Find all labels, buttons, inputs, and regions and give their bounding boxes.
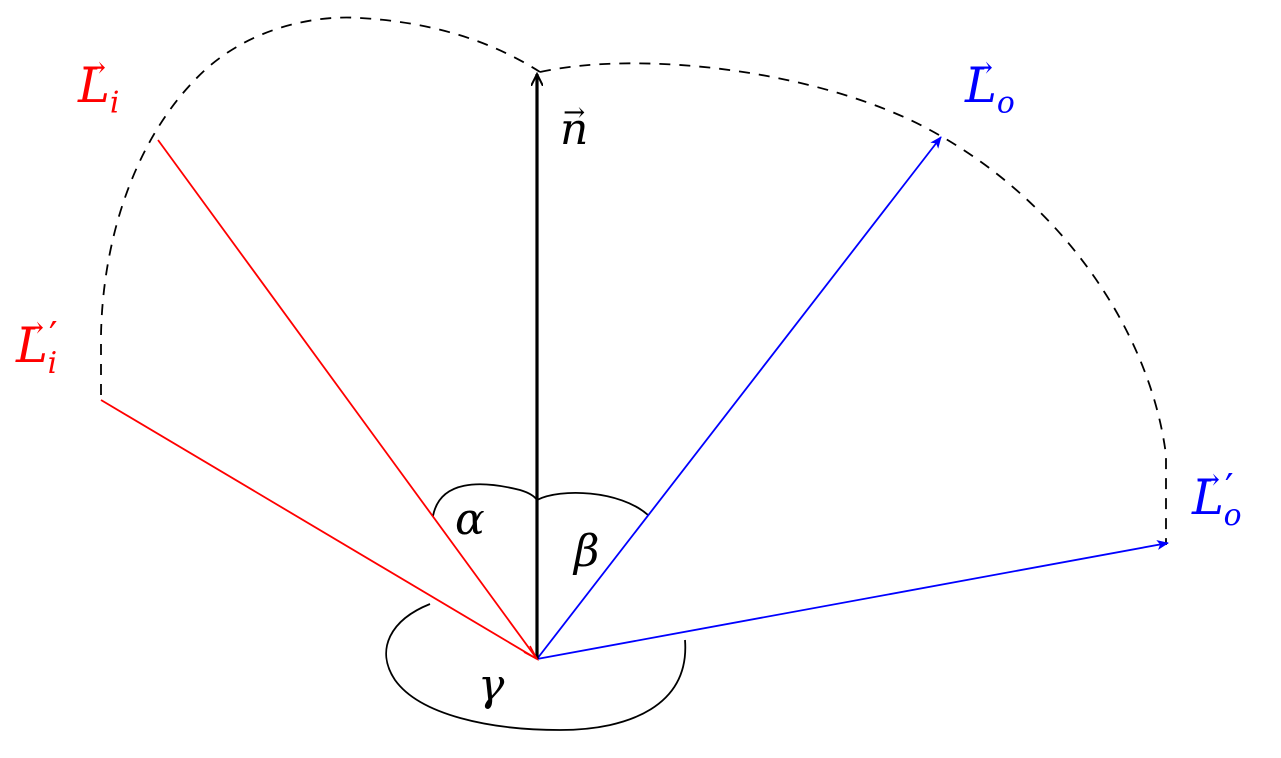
incident-ray-Li — [157, 139, 538, 660]
dashed-arc-right — [539, 62, 1167, 545]
label-normal-n: →n — [560, 96, 589, 155]
incident-ray-Li-prime — [100, 399, 538, 660]
label-Li: →Li — [78, 49, 120, 121]
gamma-arc — [385, 603, 687, 731]
label-gamma: γ — [478, 660, 505, 711]
alpha-arc — [432, 483, 538, 517]
label-Lo: →Lo — [965, 49, 1015, 121]
label-alpha: α — [455, 494, 485, 545]
beta-arc — [536, 492, 649, 516]
label-Lo-prime: →L′o — [1192, 462, 1242, 533]
origin-arrowhead — [523, 645, 539, 661]
outgoing-ray-Lo — [536, 136, 942, 660]
label-beta: β — [574, 526, 600, 577]
outgoing-ray-Lo-prime — [536, 540, 1169, 660]
dashed-arc-left — [100, 16, 541, 395]
label-Li-prime: →L′i — [16, 310, 58, 381]
